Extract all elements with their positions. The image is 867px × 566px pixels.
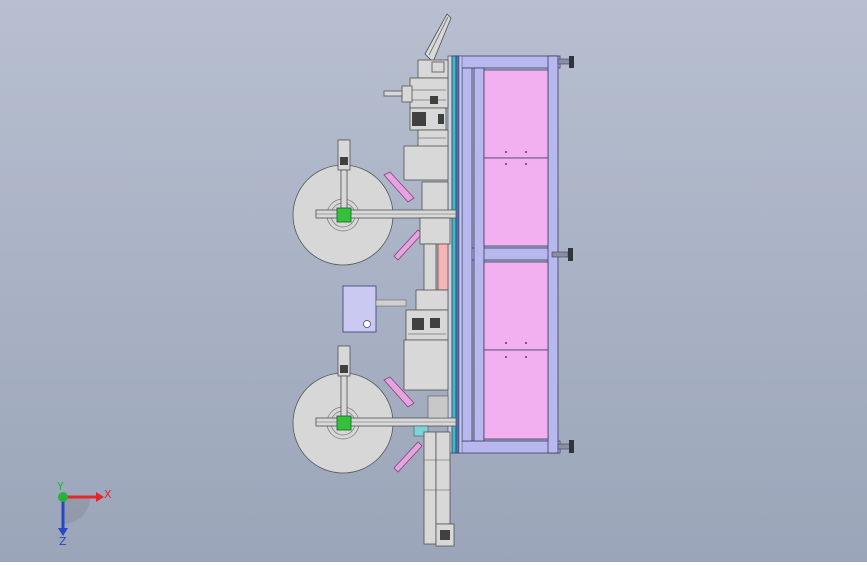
lower-column	[423, 431, 455, 547]
pink-panel-1	[483, 69, 549, 159]
z-axis-label: Z	[59, 535, 67, 548]
central-rail	[447, 55, 463, 454]
pink-panel-4	[483, 349, 549, 440]
axis-triad[interactable]: X Y Z	[56, 480, 112, 548]
frame-left-post	[461, 67, 473, 442]
x-axis-arrowhead	[96, 492, 104, 502]
machine-frame	[451, 55, 574, 454]
frame-bottom-beam	[451, 440, 561, 454]
z-axis-arrowhead	[58, 528, 68, 536]
lower-reel-assembly	[292, 345, 457, 474]
x-axis-label: X	[104, 488, 112, 501]
upper-reel-assembly	[292, 139, 457, 293]
y-axis-label: Y	[56, 480, 64, 493]
triad-base-shade	[63, 497, 90, 524]
leveling-feet	[551, 56, 574, 453]
frame-inner-post	[473, 67, 485, 442]
upper-feed-mechanism	[383, 13, 452, 213]
middle-mechanism	[342, 285, 449, 391]
y-axis-indicator	[58, 492, 68, 502]
panel-fasteners	[505, 151, 527, 358]
frame-top-beam	[451, 55, 561, 69]
pink-panel-2	[483, 157, 549, 247]
pink-panel-3	[483, 261, 549, 351]
